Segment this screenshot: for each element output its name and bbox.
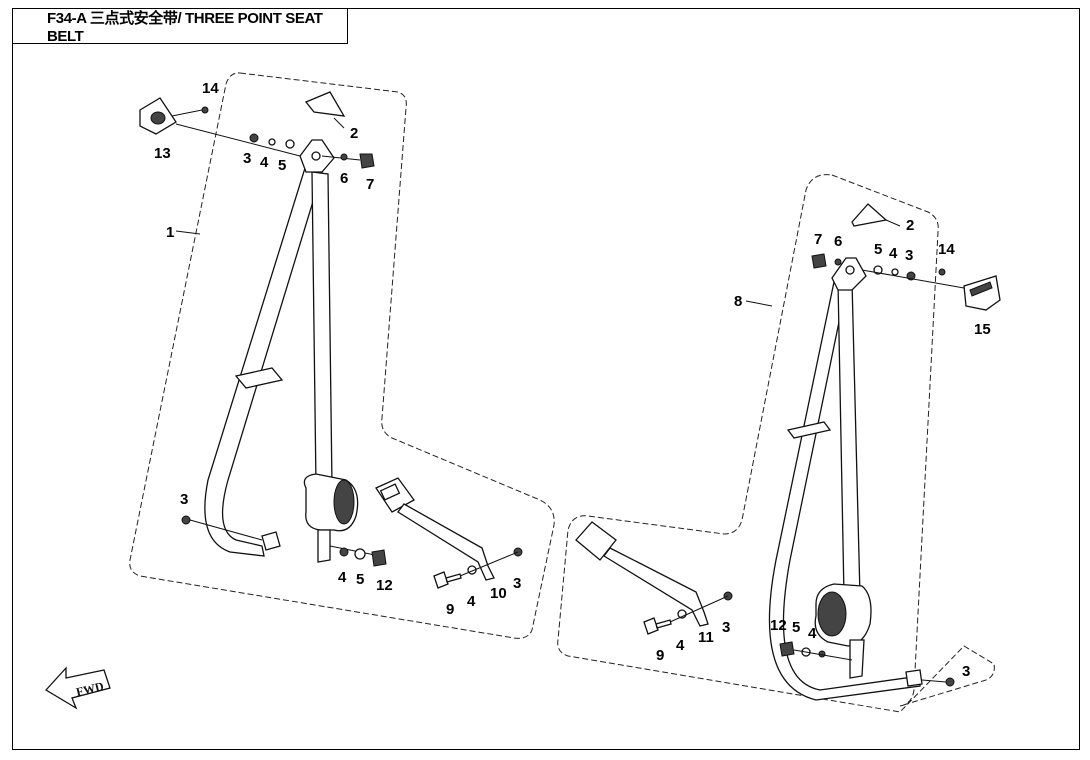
right-retractor-spool <box>817 591 847 637</box>
right-nut-3c <box>945 677 955 687</box>
label-15: 15 <box>974 321 991 338</box>
label-7: 7 <box>366 176 374 193</box>
left-buckle-slot <box>379 483 401 501</box>
left-buckle-stalk <box>397 503 495 581</box>
label-3: 3 <box>962 663 970 680</box>
left-shoulder-belt <box>204 167 323 557</box>
label-4: 4 <box>889 245 898 262</box>
label-13: 13 <box>154 145 171 162</box>
label-1: 1 <box>166 224 174 241</box>
left-bolt-12 <box>371 549 387 567</box>
label-5: 5 <box>792 619 800 636</box>
label-3: 3 <box>513 575 521 592</box>
left-vertical-belt <box>311 171 333 487</box>
left-bolt-9 <box>433 571 462 589</box>
right-assembly-boundary <box>557 174 995 713</box>
label-4: 4 <box>808 625 817 642</box>
right-retractor-bracket <box>849 639 865 679</box>
right-escutcheon-slot <box>969 281 993 297</box>
label-9: 9 <box>656 647 664 664</box>
right-escutcheon-15 <box>963 275 1001 311</box>
label-12: 12 <box>770 617 787 634</box>
right-buckle-stalk <box>603 547 709 627</box>
label-3: 3 <box>722 619 730 636</box>
left-washer-4b <box>339 547 349 557</box>
fwd-label: FWD <box>75 679 106 699</box>
right-washer-6 <box>834 258 842 266</box>
right-cover-2 <box>851 203 888 227</box>
left-assembly-boundary <box>129 72 555 639</box>
label-5: 5 <box>356 571 364 588</box>
left-lower-anchor <box>261 531 281 551</box>
left-washer-6 <box>340 153 348 161</box>
label-2: 2 <box>350 125 358 142</box>
right-buckle <box>575 521 617 561</box>
label-4: 4 <box>467 593 476 610</box>
left-retractor-spool <box>333 479 355 525</box>
label-4: 4 <box>676 637 685 654</box>
left-cover-2 <box>304 91 346 117</box>
left-anchor-hole <box>311 151 321 161</box>
label-11: 11 <box>698 629 714 646</box>
left-washer-5b <box>354 548 366 560</box>
label-5: 5 <box>874 241 882 258</box>
title-block: F34-A 三点式安全带/ THREE POINT SEAT BELT <box>12 8 348 45</box>
left-escutcheon-hole <box>150 111 166 125</box>
diagram-title: F34-A 三点式安全带/ THREE POINT SEAT BELT <box>47 10 323 45</box>
left-clip-14 <box>201 106 209 114</box>
right-clip-14 <box>938 268 946 276</box>
right-washer-4 <box>891 268 899 276</box>
fwd-arrow-icon: FWD <box>44 666 111 710</box>
left-nut-3a <box>249 133 259 143</box>
right-anchor-hole <box>845 265 855 275</box>
left-retractor-bracket <box>317 529 331 563</box>
label-5: 5 <box>278 157 286 174</box>
label-4: 4 <box>338 569 347 586</box>
label-10: 10 <box>490 585 507 602</box>
left-nut-3b <box>181 515 191 525</box>
label-7: 7 <box>814 231 822 248</box>
label-14: 14 <box>202 80 219 97</box>
right-bolt-12 <box>779 641 795 657</box>
right-vertical-belt <box>837 281 861 597</box>
label-6: 6 <box>340 170 348 187</box>
label-12: 12 <box>376 577 393 594</box>
label-2: 2 <box>906 217 914 234</box>
label-4: 4 <box>260 154 269 171</box>
label-14: 14 <box>938 241 955 258</box>
label-3: 3 <box>180 491 188 508</box>
label-6: 6 <box>834 233 842 250</box>
left-washer-4a <box>268 138 276 146</box>
drawing-frame <box>12 8 1080 750</box>
label-3: 3 <box>243 150 251 167</box>
label-9: 9 <box>446 601 454 618</box>
right-belt-guide <box>786 421 832 439</box>
right-lower-anchor <box>905 669 923 687</box>
left-bolt-7 <box>359 153 375 169</box>
left-belt-guide <box>234 367 284 389</box>
right-bolt-9 <box>643 617 672 635</box>
label-8: 8 <box>734 293 742 310</box>
right-bolt-7 <box>811 253 827 269</box>
label-3: 3 <box>905 247 913 264</box>
left-washer-5a <box>285 139 295 149</box>
